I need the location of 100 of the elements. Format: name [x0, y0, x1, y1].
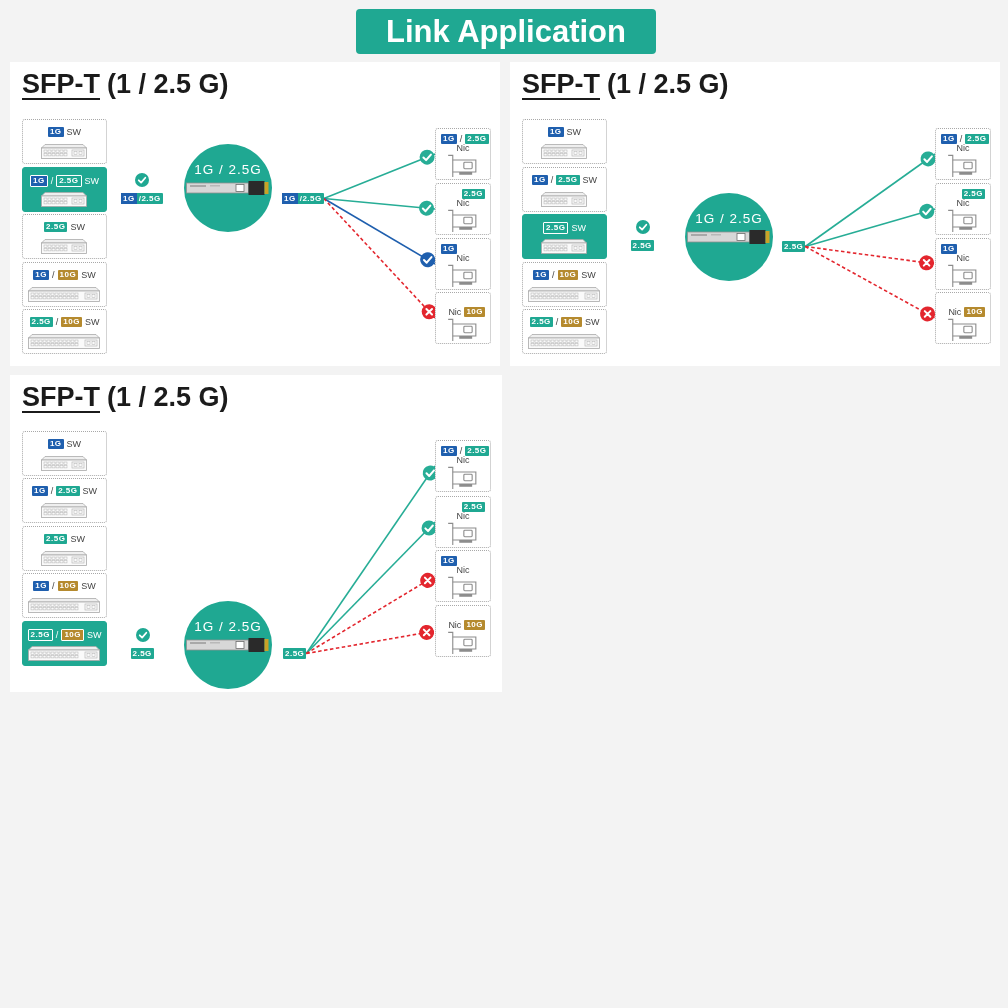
switch-card: [22, 573, 107, 618]
speed-heading: (1 / 2.5 G): [107, 69, 229, 100]
speed-badge: 10G: [464, 307, 485, 317]
switch-card: [22, 167, 107, 212]
speed-badge: 2.5G: [27, 629, 53, 641]
speed-tag: [282, 193, 324, 204]
speed-badge: 1G: [441, 556, 457, 566]
separator-text: /: [55, 317, 59, 327]
speed-tag: [121, 193, 163, 204]
separator-text: /: [552, 270, 555, 280]
device-label: SW: [70, 222, 85, 232]
speed-badge: 2.5G: [29, 317, 53, 327]
speed-tag: 2.5G: [782, 241, 806, 252]
product-heading: SFP-T: [22, 382, 100, 413]
network-card-box: [435, 292, 491, 344]
switch-card: [522, 167, 607, 212]
switch-card: [522, 214, 607, 259]
device-label: SW: [84, 176, 99, 186]
speed-badge: 10G: [561, 317, 582, 327]
link-line: [323, 197, 436, 268]
speed-badge: 1G: [941, 134, 957, 144]
speed-badge: 2.5G: [465, 134, 489, 144]
switch-card: [22, 621, 107, 666]
device-label: Nic: [956, 253, 970, 263]
product-heading: SFP-T: [522, 69, 600, 100]
link-line: [323, 197, 436, 216]
speed-badge: 2.5G: [56, 486, 80, 496]
network-card-box: [435, 605, 491, 657]
network-card-box: [935, 183, 991, 235]
page-title: Link Application: [356, 9, 656, 54]
speed-badge: 1G: [532, 175, 548, 185]
separator-text: /: [459, 134, 463, 144]
speed-badge: 1G: [47, 439, 64, 449]
device-label: SW: [581, 270, 596, 280]
link-line: [804, 203, 936, 248]
switch-card: [22, 119, 107, 164]
switch-card: [522, 119, 607, 164]
speed-text: /2.5G: [137, 193, 162, 204]
product-heading: SFP-T: [22, 69, 100, 100]
speed-tag: 2.5G: [283, 648, 307, 659]
device-label: Nic: [948, 307, 962, 317]
speed-badge: 2.5G: [556, 175, 580, 185]
network-card-box: [435, 550, 491, 602]
separator-text: /: [55, 630, 59, 640]
network-card-box: [935, 292, 991, 344]
speed-badge: 1G: [33, 581, 49, 591]
speed-badge: 10G: [557, 270, 579, 280]
panel: [510, 62, 1000, 366]
device-label: SW: [85, 317, 100, 327]
speed-badge: 1G: [282, 193, 298, 204]
module-label: 1G / 2.5G: [194, 619, 262, 635]
link-line: [305, 520, 436, 655]
speed-text: /2.5G: [298, 193, 323, 204]
speed-badge: 1G: [547, 127, 564, 137]
device-label: SW: [566, 127, 582, 137]
device-label: SW: [66, 127, 82, 137]
speed-badge: 2.5G: [461, 502, 485, 512]
device-label: Nic: [456, 253, 470, 263]
device-label: SW: [66, 439, 82, 449]
speed-badge: 2.5G: [56, 175, 82, 187]
link-line: [323, 197, 436, 320]
speed-tag: 2.5G: [130, 648, 154, 659]
link-line: [305, 572, 436, 655]
separator-text: /: [550, 175, 554, 185]
speed-badge: 1G: [32, 486, 48, 496]
speed-badge: 1G: [441, 244, 457, 254]
separator-text: /: [459, 446, 463, 456]
link-line: [323, 149, 436, 200]
link-line: [804, 245, 936, 322]
module-label: 1G / 2.5G: [194, 162, 262, 178]
device-label: Nic: [956, 198, 970, 208]
network-card-box: [435, 440, 491, 492]
device-label: Nic: [456, 565, 470, 575]
link-line: [804, 151, 936, 248]
separator-text: /: [50, 176, 54, 186]
speed-badge: 10G: [61, 629, 84, 641]
separator-text: /: [52, 581, 55, 591]
speed-badge: 10G: [57, 270, 79, 280]
speed-badge: 1G: [441, 446, 457, 456]
module-label: 1G / 2.5G: [695, 211, 763, 227]
speed-badge: 10G: [464, 620, 485, 630]
network-card-box: [935, 238, 991, 290]
speed-badge: 1G: [441, 134, 457, 144]
switch-card: [22, 309, 107, 354]
speed-badge: 10G: [61, 317, 82, 327]
network-card-box: [435, 238, 491, 290]
speed-badge: 2.5G: [44, 222, 68, 232]
separator-text: /: [959, 134, 963, 144]
panel: [10, 62, 500, 366]
device-label: SW: [81, 270, 96, 280]
device-label: Nic: [456, 511, 470, 521]
network-card-box: [435, 496, 491, 548]
device-label: Nic: [456, 198, 470, 208]
device-label: SW: [571, 223, 586, 233]
speed-badge: 2.5G: [465, 446, 489, 456]
panel: [10, 375, 502, 692]
link-line: [804, 245, 936, 271]
device-label: Nic: [448, 307, 462, 317]
device-label: SW: [87, 630, 102, 640]
device-label: Nic: [956, 143, 970, 153]
